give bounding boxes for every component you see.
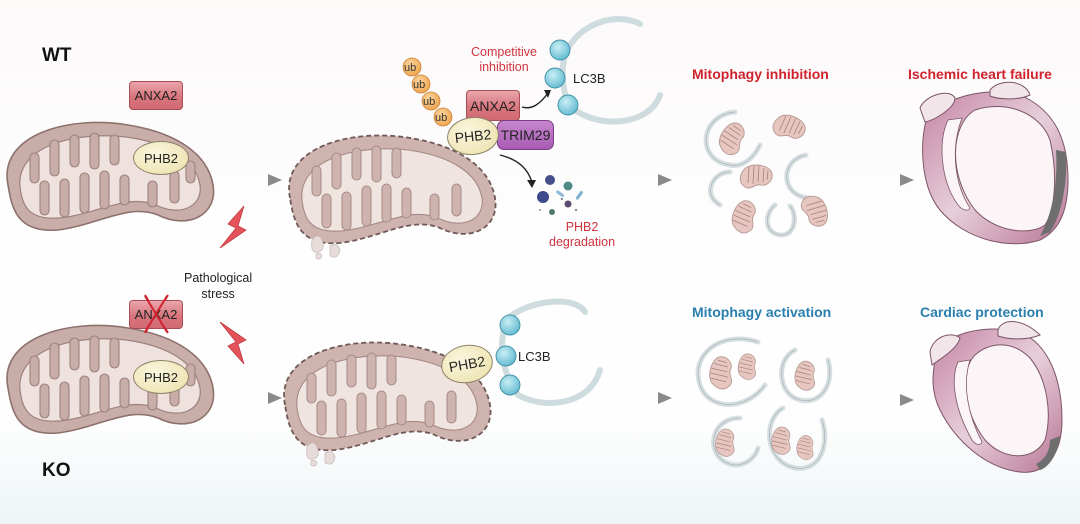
ko-label: KO <box>42 460 71 481</box>
ko-lc3b-beads <box>495 314 521 396</box>
competitive-inhibition-arrow <box>521 92 549 109</box>
wt-phb2-protein: PHB2 <box>133 141 189 175</box>
wt-lc3b-label: LC3B <box>573 71 606 86</box>
wt-lc3b-beads <box>544 39 579 116</box>
ischemic-heart-failure-heading: Ischemic heart failure <box>908 66 1052 82</box>
wt-label: WT <box>42 45 72 66</box>
cardiac-protection-heading: Cardiac protection <box>920 304 1044 320</box>
competitive-inhibition-note: Competitive inhibition <box>471 45 537 74</box>
anxa2-cross-overlay-icon <box>144 295 168 333</box>
wt-mitophagy-inhibition-illustration <box>703 109 832 238</box>
pathological-stress-label: Pathological stress <box>184 271 253 301</box>
ko-mitophagy-activation-illustration <box>695 336 833 471</box>
phb2-degradation-note: PHB2 degradation <box>549 220 616 249</box>
mitophagy-inhibition-heading: Mitophagy inhibition <box>692 66 829 82</box>
failing-heart-icon <box>919 81 1069 245</box>
wt-phagophore-bottom <box>569 92 663 125</box>
wt-arrowhead-1 <box>268 174 282 186</box>
protected-heart-icon <box>929 321 1063 473</box>
ubiquitin-chain <box>402 57 453 127</box>
ko-lc3b-label: LC3B <box>518 349 551 364</box>
ko-phagophore-top <box>505 298 588 321</box>
trim29-protein: TRIM29 <box>497 120 554 150</box>
degradation-arrow <box>499 154 533 183</box>
mitophagy-activation-heading: Mitophagy activation <box>692 304 832 320</box>
ko-phb2-protein: PHB2 <box>133 360 189 394</box>
ko-phagophore-bottom <box>515 367 603 406</box>
phb2-degradation-fragments <box>537 175 583 215</box>
lightning-icon-bottom <box>219 321 247 365</box>
wt-phagophore-top <box>563 16 643 55</box>
lightning-icon-top <box>219 205 247 249</box>
wt-mitochondrion-healthy <box>6 121 215 232</box>
wt-anxa2-protein: ANXA2 <box>129 81 183 110</box>
